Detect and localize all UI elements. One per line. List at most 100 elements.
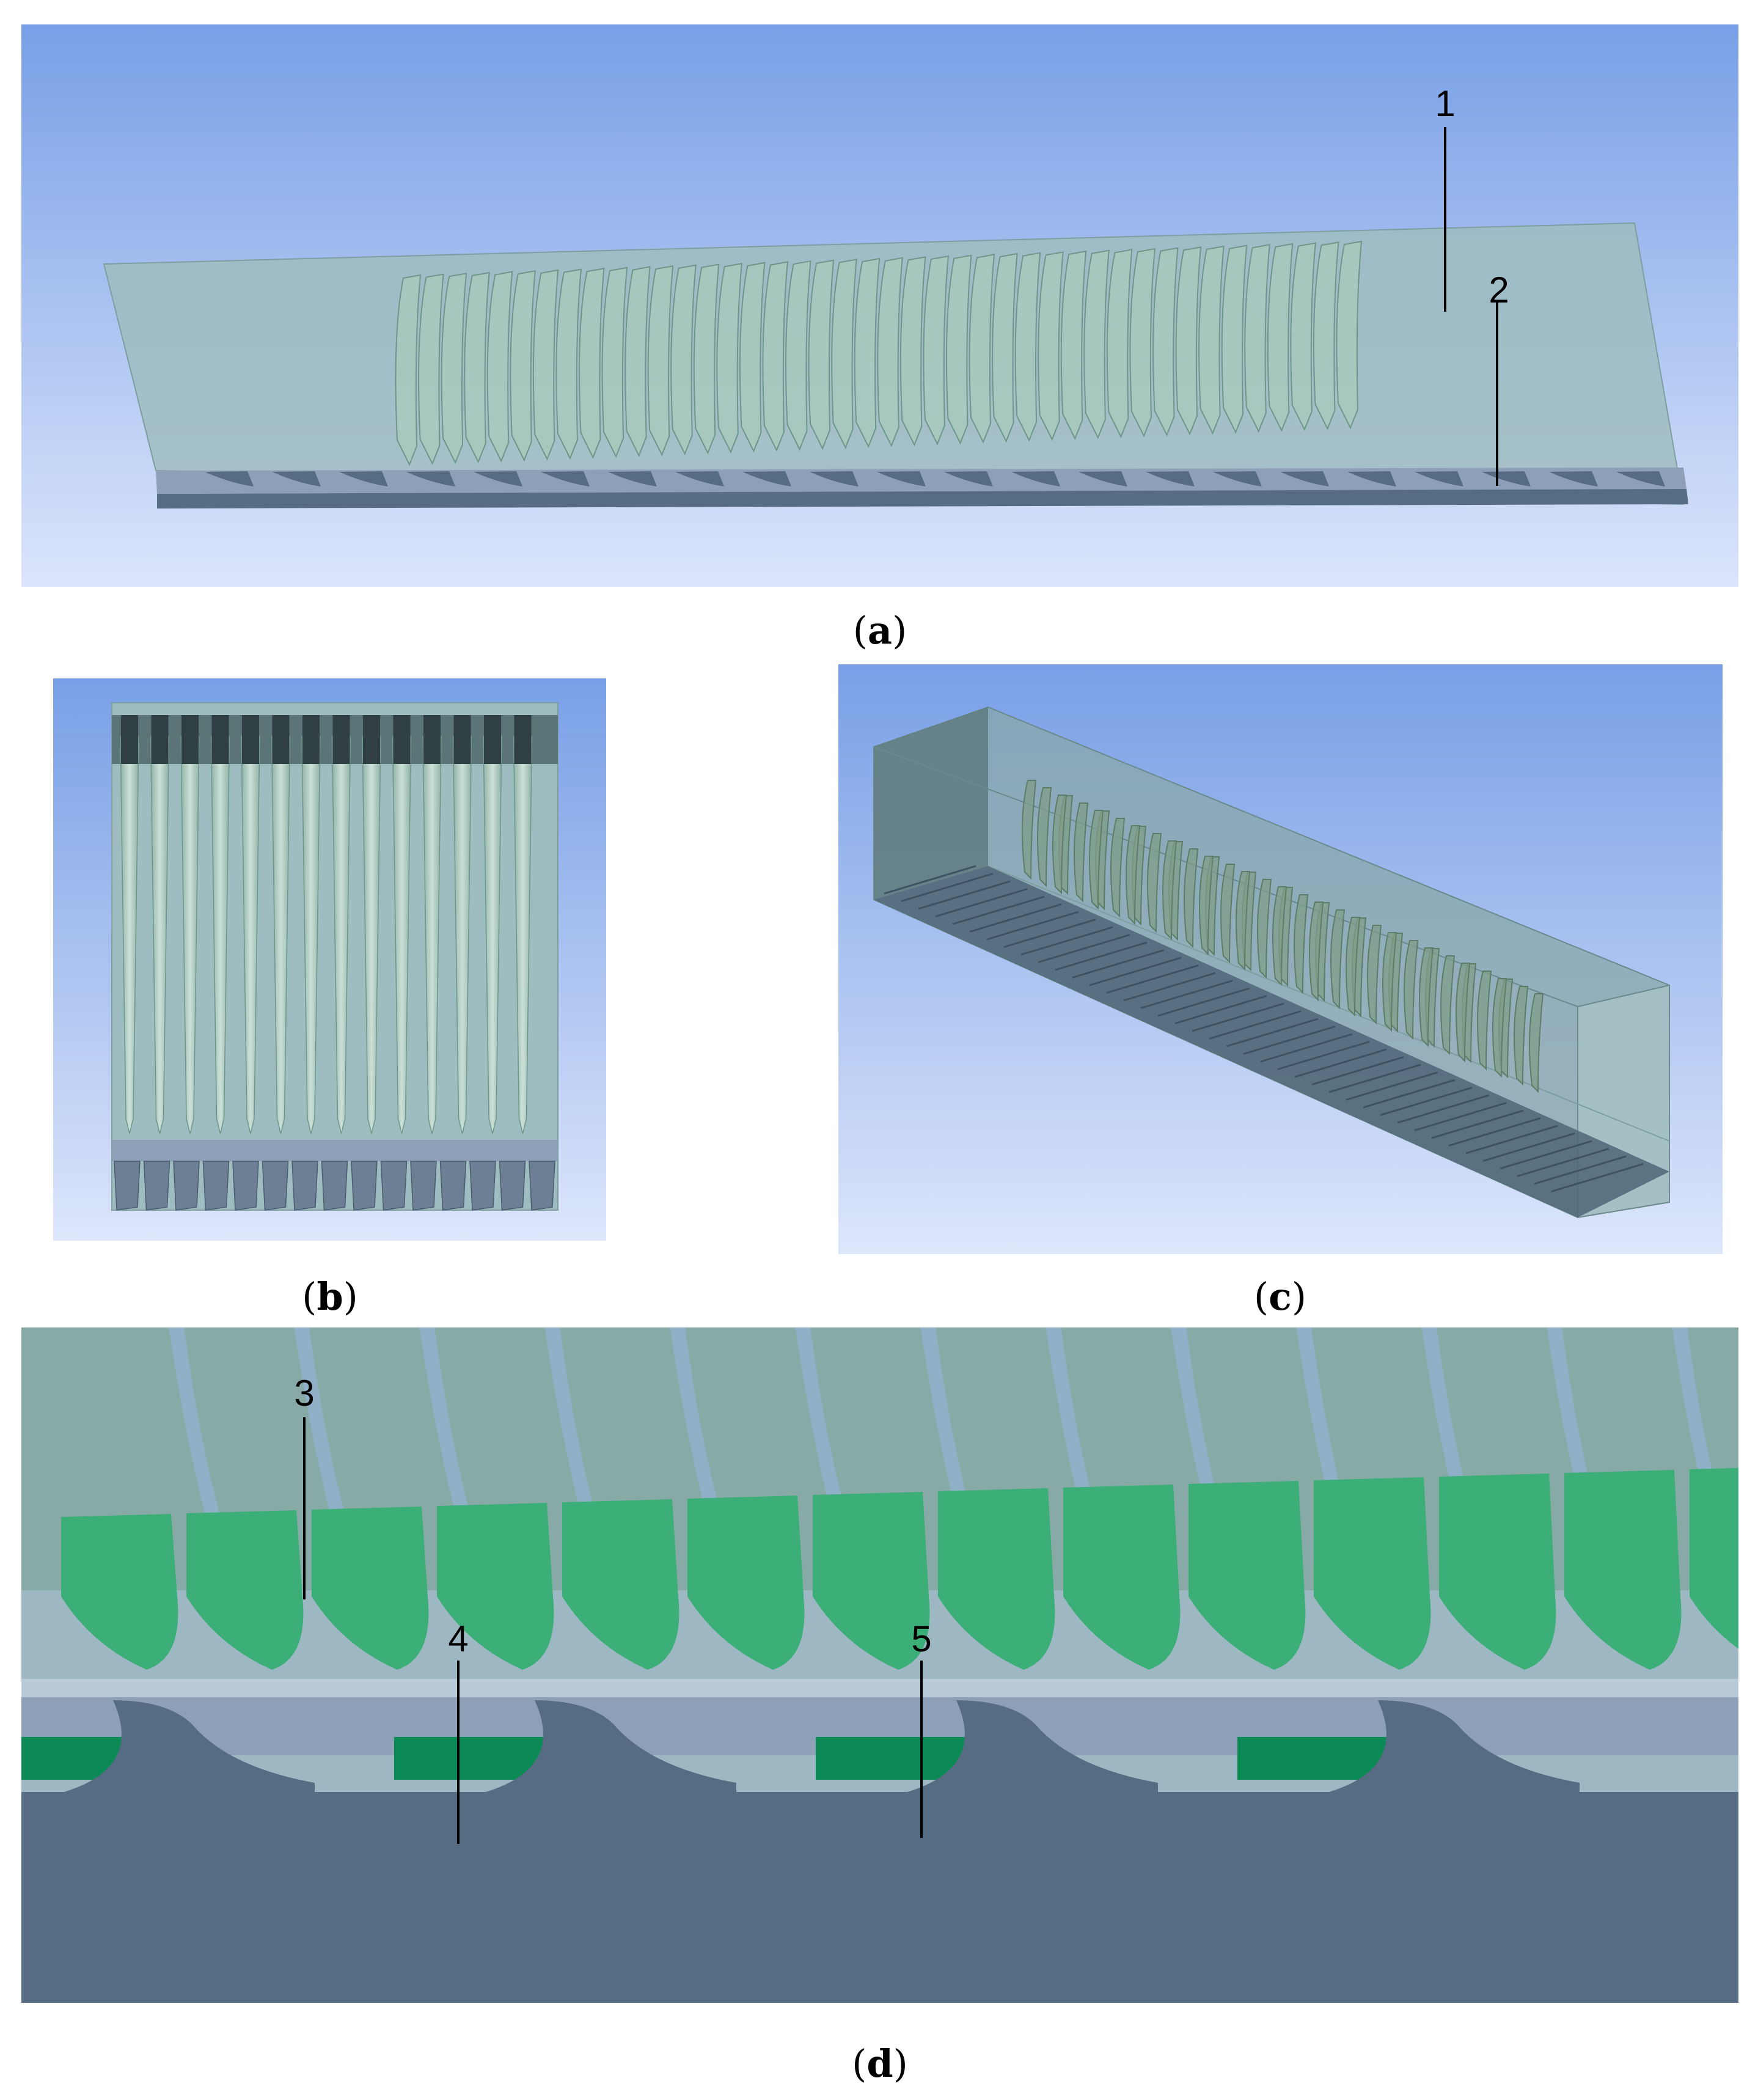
blade-green-band [437, 1503, 554, 1670]
fin [1419, 947, 1434, 1048]
plate-rib [986, 911, 1079, 941]
plate-rib [1123, 972, 1216, 1002]
plate-rib [952, 895, 1045, 925]
slab-teeth [114, 1161, 555, 1211]
blade-edge [795, 1327, 883, 1621]
fin [1162, 840, 1177, 941]
panel-a-render: 1 2 [21, 24, 1738, 587]
slab-tooth [202, 1161, 230, 1211]
fin [1014, 252, 1041, 442]
fin [1052, 795, 1068, 895]
fin [486, 271, 513, 463]
fin [899, 256, 926, 447]
slab-top [112, 1140, 558, 1161]
slab-tooth [469, 1161, 496, 1211]
slab-tooth [499, 1161, 526, 1211]
plate-rib [1192, 1002, 1284, 1032]
fin [1038, 251, 1064, 441]
fin [923, 255, 950, 446]
fin-top [181, 715, 199, 764]
plate-rib [1346, 1071, 1438, 1101]
slab-tooth [232, 1161, 259, 1211]
fin-top [393, 715, 411, 764]
fin [1529, 993, 1544, 1093]
label-3: 3 [294, 1373, 314, 1414]
blade-green-band [61, 1514, 178, 1670]
fin-top [423, 715, 441, 764]
fin [1022, 780, 1037, 880]
plate-rib [1534, 1155, 1627, 1185]
fin-top [363, 715, 380, 764]
caption-b: (b) [302, 1274, 358, 1319]
fin [877, 257, 903, 447]
fin [992, 252, 1018, 443]
slab-notch [1079, 471, 1127, 486]
slab-notch [944, 471, 993, 486]
fin [1110, 818, 1126, 918]
fin [1184, 848, 1199, 949]
blade-green-band [938, 1488, 1055, 1670]
slab-tooth [439, 1161, 467, 1211]
fin [1290, 242, 1317, 431]
wave-shadow [907, 1700, 1158, 1792]
blade-edge [920, 1327, 1008, 1621]
slab-notch [1616, 471, 1665, 486]
fin-array [395, 240, 1363, 466]
plate-rib [1243, 1026, 1336, 1055]
plate-rib [1311, 1056, 1404, 1085]
plate-rib [1226, 1018, 1319, 1048]
slab-tooth [143, 1161, 170, 1211]
slab-notch [1482, 471, 1531, 486]
fin [1129, 248, 1156, 438]
fin [1313, 241, 1339, 430]
wave-shadow [64, 1700, 315, 1792]
fin [785, 260, 811, 451]
slab-tooth [380, 1161, 408, 1211]
plate-rib [1551, 1163, 1644, 1192]
plate-rib [1465, 1125, 1558, 1155]
fin [1257, 879, 1272, 979]
fin [1330, 909, 1346, 1010]
blade-green-band [687, 1496, 805, 1670]
plate-rib [1431, 1109, 1524, 1139]
blade-edge [169, 1327, 257, 1621]
slab-tooth [410, 1161, 437, 1211]
fin [1477, 971, 1492, 1071]
fin [762, 261, 789, 452]
fin [1267, 243, 1294, 432]
fin [1236, 871, 1251, 971]
fin [1336, 240, 1363, 430]
fin [1492, 978, 1507, 1078]
fin [693, 263, 720, 455]
wave-shadow [486, 1700, 736, 1792]
fin [1198, 245, 1225, 435]
plate-rib [1089, 956, 1182, 986]
blade-edge [1046, 1327, 1134, 1621]
fin [555, 268, 582, 460]
slab-notch [675, 471, 724, 486]
blade-green-band [813, 1492, 930, 1670]
box-end-face [874, 707, 988, 900]
fin-top [272, 715, 290, 764]
fin [1147, 833, 1162, 933]
slab-notch [608, 471, 657, 486]
slab-notch [205, 471, 254, 486]
panel-c [838, 664, 1723, 1254]
plate-rib [1209, 1010, 1302, 1040]
caption-a: (a) [852, 608, 907, 653]
plate-rib [1072, 949, 1165, 978]
blade-edge [1547, 1327, 1635, 1621]
plate-rib [1517, 1148, 1610, 1177]
plate-rib [1482, 1133, 1575, 1162]
label-1: 1 [1435, 83, 1455, 124]
fin [1309, 901, 1324, 1002]
fin [1367, 925, 1382, 1025]
blade-edge [1171, 1327, 1259, 1621]
slab-notch [1347, 471, 1396, 486]
plate-rib [1106, 964, 1199, 994]
fin [1060, 250, 1087, 440]
plate-rib [1260, 1033, 1353, 1063]
label-5: 5 [911, 1618, 931, 1659]
panel-a: 1 2 [21, 24, 1738, 587]
slab-tooth [529, 1161, 555, 1211]
